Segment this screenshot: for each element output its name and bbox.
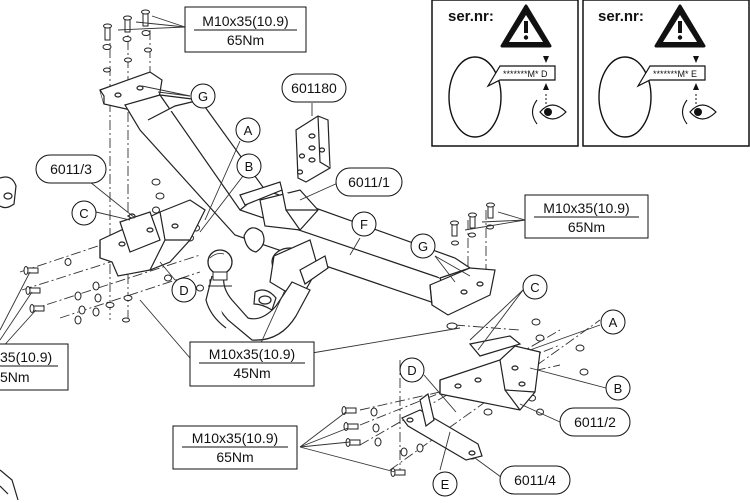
spec-top-line1: M10x35(10.9) <box>202 13 288 29</box>
svg-text:C: C <box>79 206 88 221</box>
bolt-top-3 <box>141 9 150 27</box>
svg-text:E: E <box>441 477 450 492</box>
callout-b-upper: B <box>236 153 262 179</box>
bolt-bottom-4 <box>390 468 406 477</box>
serial-title-left: ser.nr: <box>448 8 494 25</box>
svg-text:G: G <box>418 239 428 254</box>
svg-text:F: F <box>360 217 368 232</box>
svg-text:6011/3: 6011/3 <box>50 161 92 177</box>
bolt-right-3 <box>486 202 495 219</box>
callout-c-right: C <box>522 274 548 300</box>
bolt-left-2 <box>25 286 41 295</box>
bolt-bottom-2 <box>343 422 359 431</box>
serial-code-right: *******M* E <box>653 69 697 79</box>
svg-text:6011/1: 6011/1 <box>348 174 390 190</box>
warning-icon <box>654 4 706 48</box>
spec-bottom-line2: 65Nm <box>216 449 253 465</box>
spec-left-line2: 5Nm <box>0 369 30 385</box>
tow-ball-neck <box>205 227 329 341</box>
svg-text:601180: 601180 <box>291 80 337 96</box>
svg-text:C: C <box>530 280 539 295</box>
spec-center-line2: 45Nm <box>233 365 270 381</box>
callout-d-left: D <box>171 277 197 303</box>
part-label-601180: 601180 <box>281 73 347 103</box>
spec-box-right: M10x35(10.9) 65Nm <box>524 194 649 239</box>
spec-box-center: M10x35(10.9) 45Nm <box>189 341 315 387</box>
callout-f: F <box>351 211 377 237</box>
svg-text:D: D <box>407 363 416 378</box>
svg-text:G: G <box>198 89 208 104</box>
bolt-top-2 <box>123 15 132 33</box>
warning-icon <box>500 4 552 48</box>
spec-box-top: M10x35(10.9) 65Nm <box>184 6 307 53</box>
vehicle-frame-partial <box>0 176 19 501</box>
callout-b-right: B <box>605 375 631 401</box>
serial-code-left: *******M* D <box>503 69 548 79</box>
part-label-6011-2: 6011/2 <box>559 407 631 437</box>
bolt-right-1 <box>450 220 459 237</box>
callout-a-upper: A <box>235 117 261 143</box>
spec-left-line1: 35(10.9) <box>0 349 52 365</box>
svg-text:B: B <box>614 381 623 396</box>
spec-bottom-line1: M10x35(10.9) <box>192 430 278 446</box>
svg-text:B: B <box>245 159 254 174</box>
svg-text:D: D <box>179 283 188 298</box>
socket-bracket-601180 <box>295 115 331 183</box>
svg-text:A: A <box>609 315 618 330</box>
crossbeam-6011-1 <box>99 71 496 316</box>
serial-panel-right: ser.nr: *******M* E <box>582 0 750 147</box>
serial-title-right: ser.nr: <box>598 8 644 25</box>
bolt-top-1 <box>103 23 112 41</box>
serial-panel-left: ser.nr: *******M* D <box>431 0 579 147</box>
svg-text:A: A <box>244 123 253 138</box>
svg-text:6011/2: 6011/2 <box>574 414 616 430</box>
bolt-left-3 <box>29 304 45 313</box>
leader-lines <box>0 15 607 481</box>
callout-g-left: G <box>190 83 216 109</box>
callout-d-bottom: D <box>399 357 425 383</box>
bracket-6011-3 <box>99 199 206 277</box>
svg-text:6011/4: 6011/4 <box>514 472 556 488</box>
bolt-right-2 <box>468 212 477 229</box>
part-label-6011-1: 6011/1 <box>335 167 403 197</box>
part-label-6011-3: 6011/3 <box>35 154 107 184</box>
spec-right-line1: M10x35(10.9) <box>543 200 629 216</box>
callout-g-right: G <box>410 233 436 259</box>
tow-ball <box>207 249 233 287</box>
brace-6011-4 <box>401 392 483 461</box>
callout-e: E <box>432 471 458 497</box>
part-label-6011-4: 6011/4 <box>499 465 571 495</box>
spec-box-left-partial: 35(10.9) 5Nm <box>0 343 69 391</box>
eye-icon <box>681 99 717 125</box>
callout-c-left: C <box>71 200 97 226</box>
fasteners <box>23 9 589 477</box>
spec-top-line2: 65Nm <box>227 32 264 48</box>
spec-box-bottom: M10x35(10.9) 65Nm <box>172 425 298 470</box>
callout-a-right: A <box>600 309 626 335</box>
bolt-left-1 <box>23 266 39 275</box>
spec-center-line1: M10x35(10.9) <box>209 346 295 362</box>
spec-right-line2: 65Nm <box>568 219 605 235</box>
eye-icon <box>531 99 567 125</box>
bracket-6011-2 <box>439 335 541 411</box>
